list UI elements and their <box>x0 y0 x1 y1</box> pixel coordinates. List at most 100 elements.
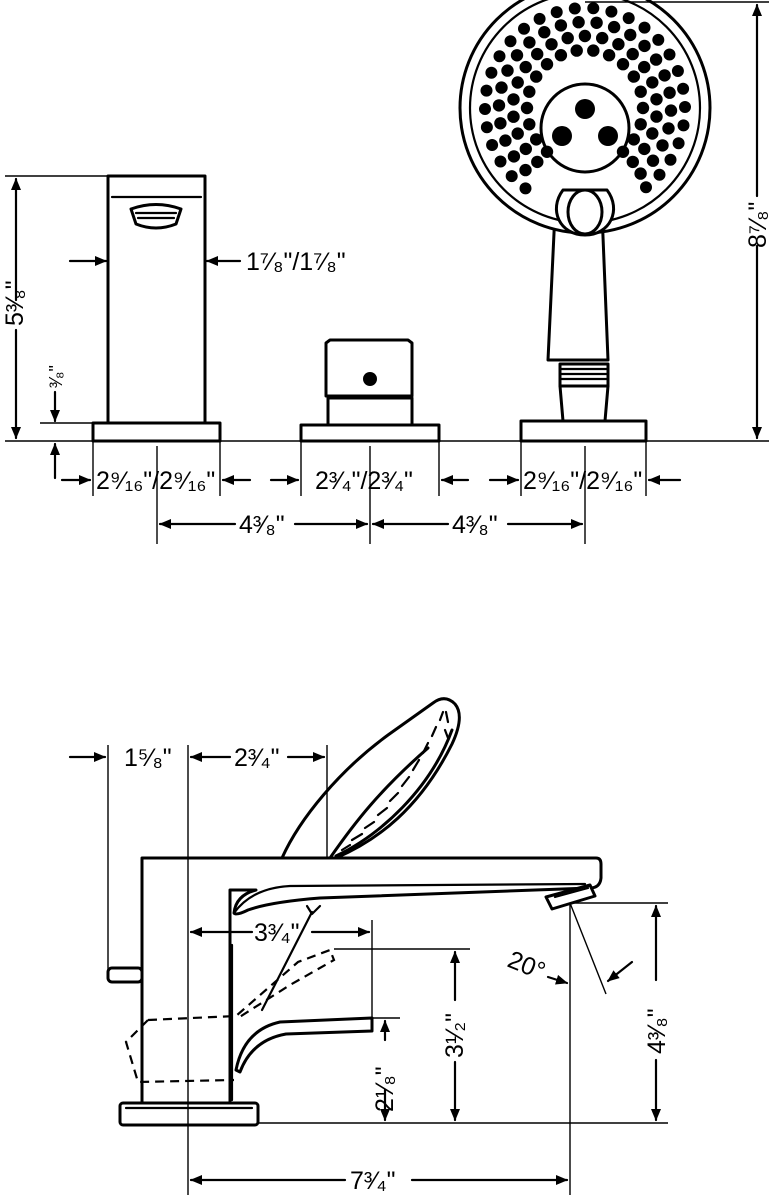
spray-nozzle <box>570 44 583 57</box>
spray-nozzle <box>550 6 563 19</box>
spray-nozzle <box>523 85 536 98</box>
valve-base-plate <box>299 423 441 443</box>
spray-nozzle <box>671 65 684 77</box>
spray-nozzle <box>494 117 507 130</box>
diverter-knob <box>106 966 144 984</box>
spray-nozzle <box>554 19 568 32</box>
spray-nozzle <box>545 38 558 51</box>
spout-base-plate <box>91 421 222 443</box>
spray-nozzle <box>578 29 592 43</box>
spray-nozzle <box>530 70 543 83</box>
valve-handle <box>324 338 414 398</box>
spray-nozzle <box>622 12 635 25</box>
spray-nozzle <box>627 133 640 146</box>
spray-nozzle <box>492 99 506 112</box>
spray-nozzle <box>650 110 663 123</box>
spray-nozzle <box>519 182 532 195</box>
spray-nozzle <box>616 57 630 71</box>
spray-nozzle <box>520 101 534 115</box>
handshower-button <box>566 188 604 236</box>
spout-front <box>91 174 222 443</box>
spray-nozzle <box>646 154 660 167</box>
spray-nozzle <box>523 36 536 49</box>
spray-nozzle <box>530 133 543 146</box>
spray-nozzle <box>636 101 650 115</box>
spray-nozzle <box>607 20 621 34</box>
spray-nozzle <box>568 2 581 15</box>
spray-nozzle <box>533 12 546 25</box>
spray-nozzle <box>540 145 554 158</box>
spray-nozzle <box>519 142 532 156</box>
spray-nozzle <box>664 153 677 166</box>
spray-nozzle <box>499 134 512 147</box>
spray-nozzle <box>602 49 616 62</box>
spray-nozzle <box>493 50 506 63</box>
spacing-left-label: 4³⁄₈" <box>239 511 285 539</box>
spray-nozzle <box>572 16 585 29</box>
spray-nozzle <box>662 122 675 135</box>
spray-nozzle <box>519 163 532 177</box>
spray-nozzle <box>519 60 532 74</box>
spray-nozzle <box>627 70 640 83</box>
valve-front <box>299 338 441 443</box>
spray-nozzle <box>540 57 554 71</box>
spray-nozzle <box>507 110 520 123</box>
front-view: 5³⁄₈" 1⁷⁄₈"/1⁷⁄₈" ³⁄₈" <box>1 0 772 544</box>
spray-nozzle <box>495 81 508 94</box>
spray-nozzle <box>486 139 499 151</box>
handshower-reach-label: 2³⁄₄" <box>234 744 279 772</box>
lever-height-closed-label: 2¹⁄₈" <box>371 1066 399 1112</box>
spray-nozzle <box>480 84 493 97</box>
spray-nozzle <box>561 31 574 45</box>
spray-nozzle <box>626 47 639 61</box>
valve-indicator <box>363 372 377 386</box>
spray-nozzle <box>649 53 663 66</box>
spray-nozzle <box>646 127 659 140</box>
spray-nozzle <box>652 33 665 46</box>
plate-thickness-label: ³⁄₈" <box>46 365 66 388</box>
spray-nozzle <box>626 155 639 169</box>
spray-nozzle <box>663 48 676 61</box>
side-view: 1⁵⁄₈" 2³⁄₄" 3³⁄₄" 3¹⁄₂" 2¹⁄₈" 4³⁄₈" 20° … <box>68 697 671 1195</box>
spray-nozzle <box>634 118 647 131</box>
spout-reach-label: 7³⁄₄" <box>350 1167 395 1195</box>
handshower-front <box>458 0 712 443</box>
spray-nozzle <box>616 145 630 158</box>
spray-nozzles <box>479 2 691 195</box>
spray-nozzle <box>518 22 530 35</box>
spout-angle-label: 20° <box>504 946 550 986</box>
spray-nozzle <box>658 69 671 82</box>
spray-nozzle <box>638 60 651 74</box>
spray-nozzle <box>653 168 666 181</box>
spray-nozzle <box>612 38 625 51</box>
valve-base-label: 2³⁄₄"/2³⁄₄" <box>315 467 413 495</box>
spout-height-label: 5³⁄₈" <box>1 280 29 326</box>
spray-nozzle <box>677 82 690 95</box>
spray-nozzle <box>531 47 544 61</box>
spray-nozzle <box>638 21 651 34</box>
spray-nozzle <box>479 103 491 115</box>
spray-nozzle <box>504 35 517 48</box>
spray-nozzle <box>507 150 521 163</box>
spout-outlet <box>129 203 183 230</box>
spray-nozzle <box>510 49 524 62</box>
lever-reach-label: 3³⁄₄" <box>254 919 299 947</box>
spray-nozzle <box>638 142 651 156</box>
spout-width-label: 1⁷⁄₈"/1⁷⁄₈" <box>246 248 346 276</box>
spacing-right-label: 4³⁄₈" <box>452 511 498 539</box>
valve-body <box>326 396 414 427</box>
spray-nozzle <box>501 64 514 77</box>
spray-nozzle <box>531 155 544 169</box>
spray-nozzle <box>554 49 568 62</box>
side-base-plate <box>118 1101 260 1127</box>
spray-nozzle <box>596 31 609 45</box>
spray-nozzle <box>590 16 603 29</box>
spray-nozzle <box>485 66 498 79</box>
lever-height-raised-label: 3¹⁄₂" <box>441 1013 469 1058</box>
spray-nozzle <box>638 39 651 53</box>
spray-nozzle <box>646 76 659 89</box>
spray-nozzle <box>656 139 669 152</box>
spray-nozzle <box>672 137 685 150</box>
spray-nozzle <box>587 44 600 57</box>
